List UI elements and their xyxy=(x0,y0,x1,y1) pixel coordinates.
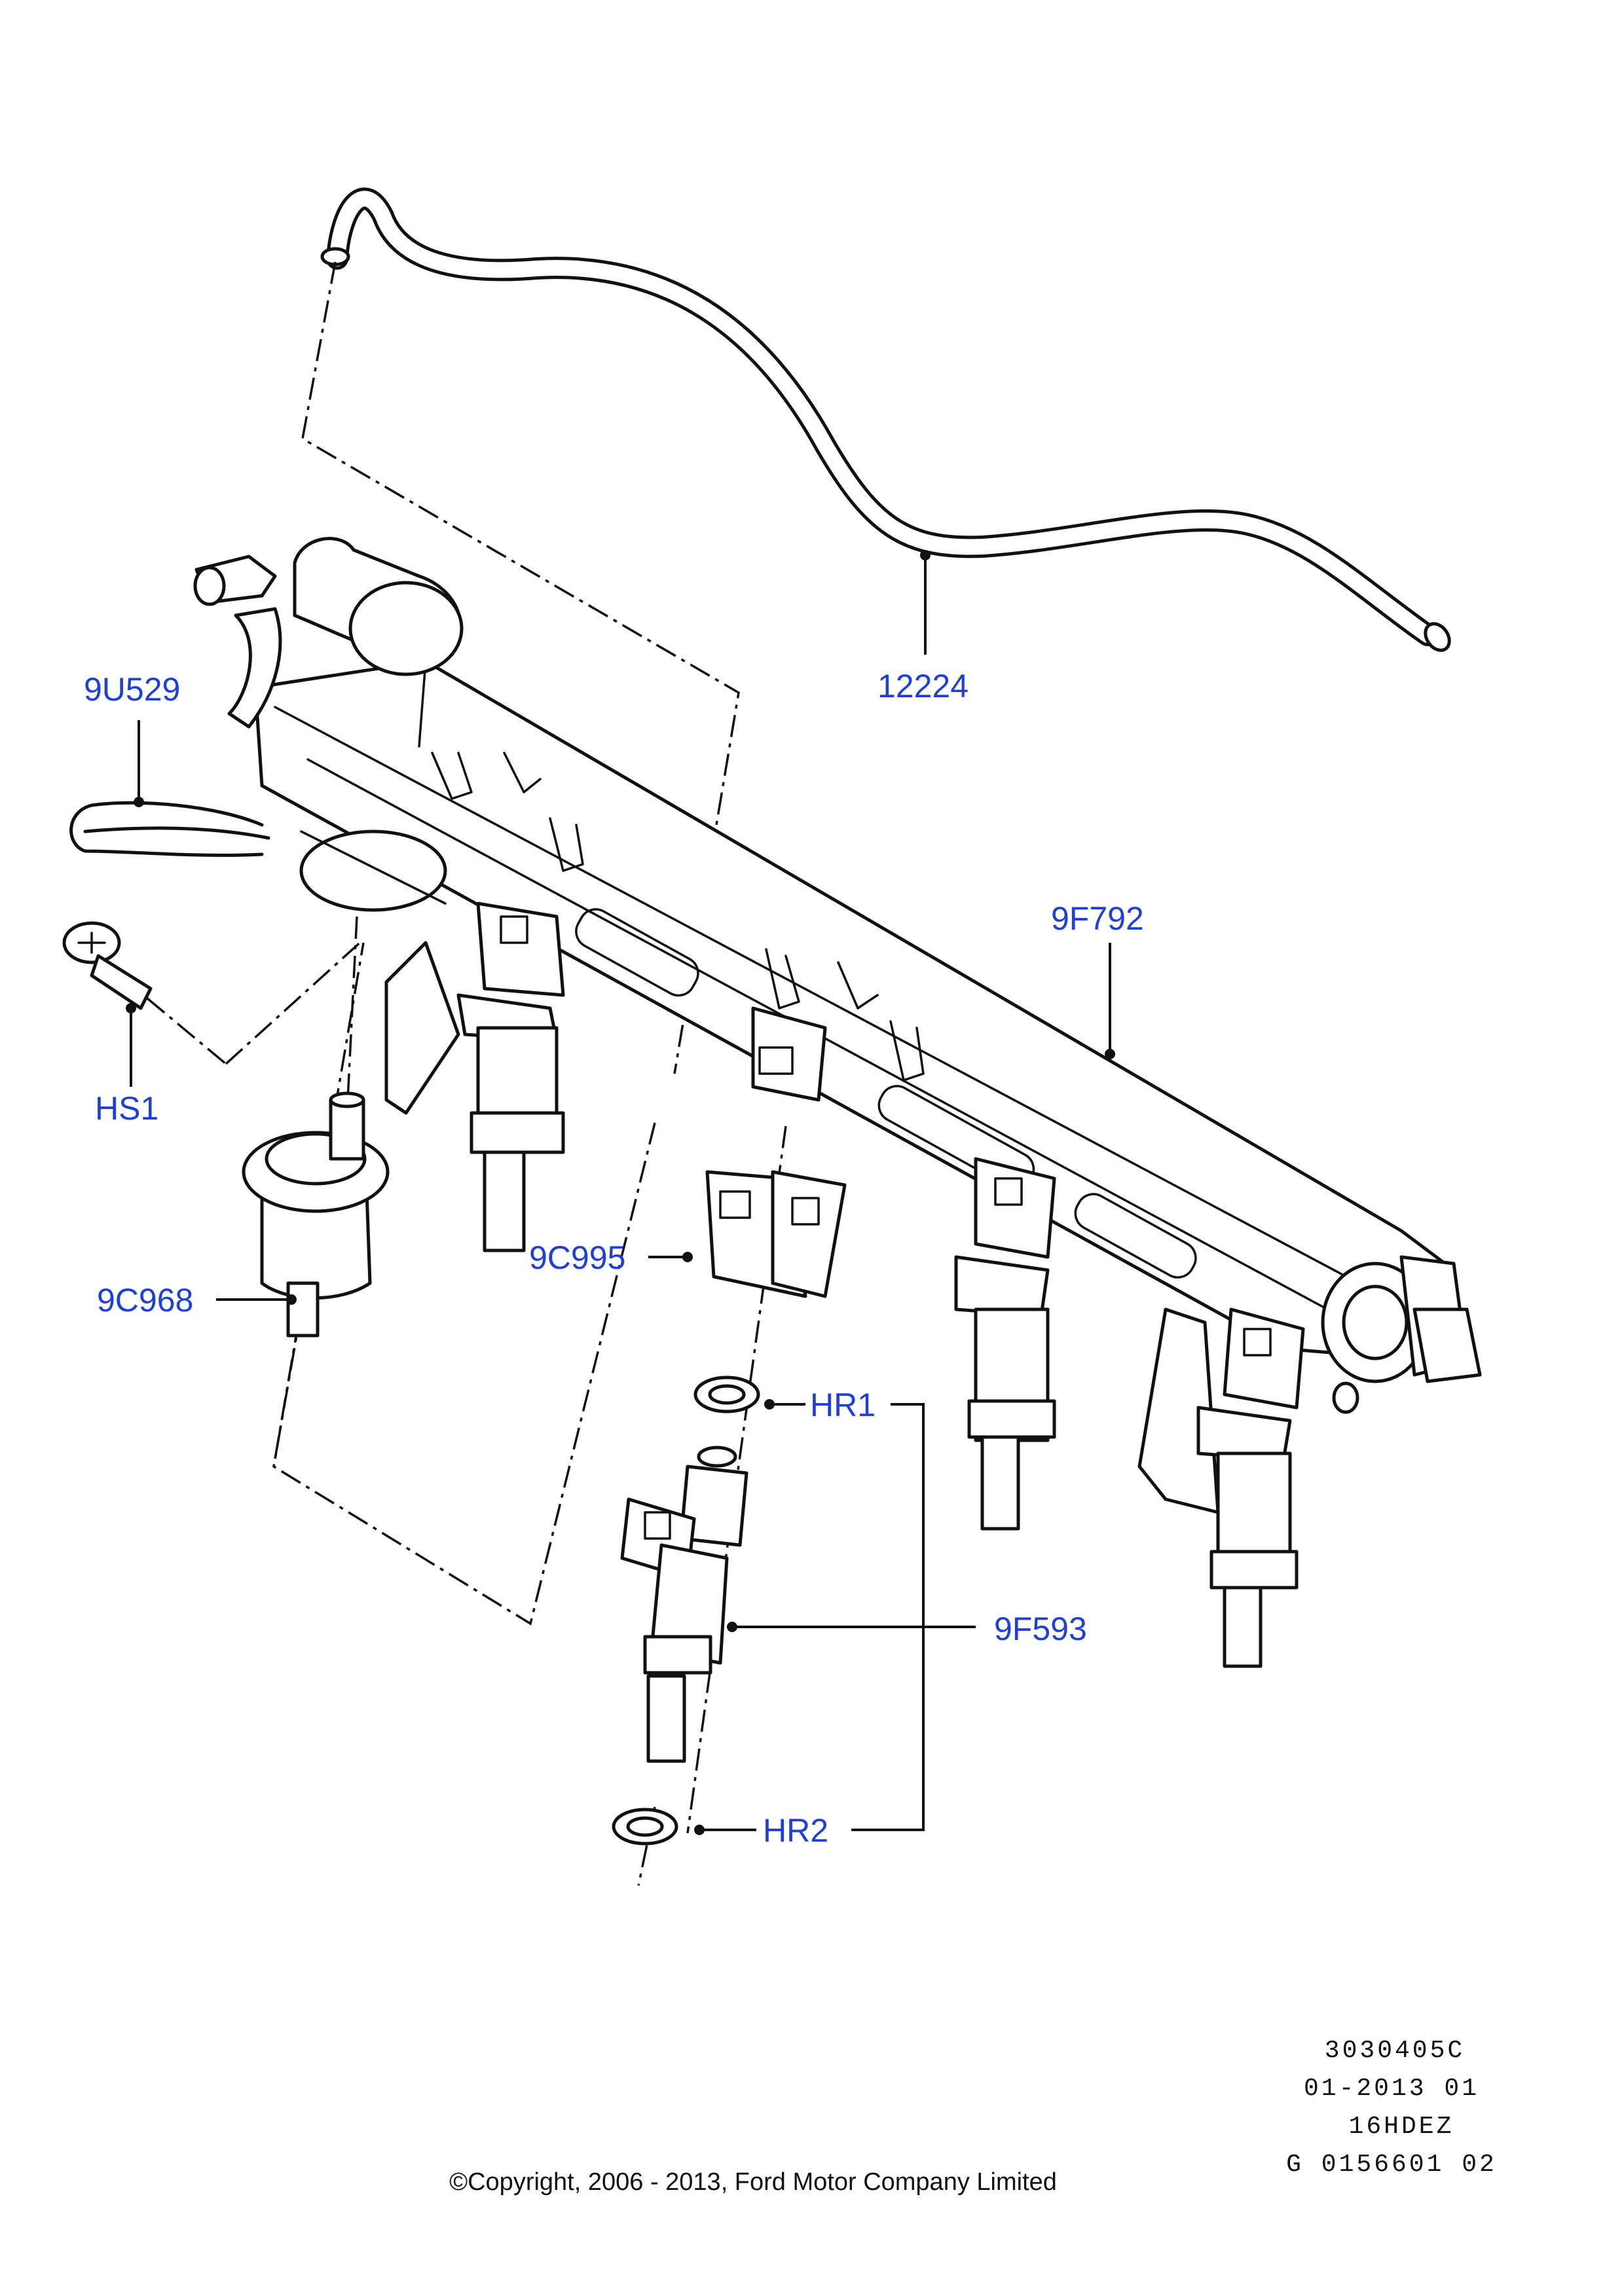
footer-block: 3030405C 01-2013 01 16HDEZ G 0156601 02 … xyxy=(449,2037,1497,2196)
injector-9F593 xyxy=(620,1446,748,1763)
label-9C968: 9C968 xyxy=(97,1282,193,1319)
copyright-notice: ©Copyright, 2006 - 2013, Ford Motor Comp… xyxy=(449,2168,1057,2196)
part-labels: 12224 9U529 HS1 9C968 9F792 9C995 HR1 9F… xyxy=(84,668,1144,1849)
label-9F792: 9F792 xyxy=(1051,900,1144,937)
label-9F593: 9F593 xyxy=(994,1611,1087,1647)
label-HR1: HR1 xyxy=(810,1387,876,1423)
fuel-rail-9F792 xyxy=(193,537,1482,1514)
leader-lines xyxy=(126,550,1115,1835)
rail-injector-1 xyxy=(456,902,565,1252)
rail-injector-4 xyxy=(1196,1307,1305,1668)
screw-HS1 xyxy=(62,921,153,1010)
illustration-number: 3030405C xyxy=(1325,2037,1465,2065)
rail-injector-2 xyxy=(751,1006,827,1102)
label-HS1: HS1 xyxy=(95,1090,158,1127)
seal-HR2 xyxy=(612,1808,678,1846)
engine-code: 16HDEZ xyxy=(1349,2113,1454,2141)
label-9C995: 9C995 xyxy=(529,1239,625,1276)
regulator-9C968 xyxy=(242,1091,390,1338)
label-12224: 12224 xyxy=(877,668,969,704)
label-HR2: HR2 xyxy=(763,1812,828,1849)
bracket-9C995 xyxy=(705,1170,847,1298)
graphic-ref: G 0156601 02 xyxy=(1286,2151,1497,2179)
rail-injector-3 xyxy=(954,1157,1056,1531)
clip-9U529 xyxy=(69,801,270,857)
date-code: 01-2013 01 xyxy=(1304,2075,1479,2103)
seal-HR1 xyxy=(693,1376,760,1413)
rail-injectors xyxy=(456,902,1305,1668)
label-9U529: 9U529 xyxy=(84,671,180,708)
hose-12224 xyxy=(320,187,1451,652)
